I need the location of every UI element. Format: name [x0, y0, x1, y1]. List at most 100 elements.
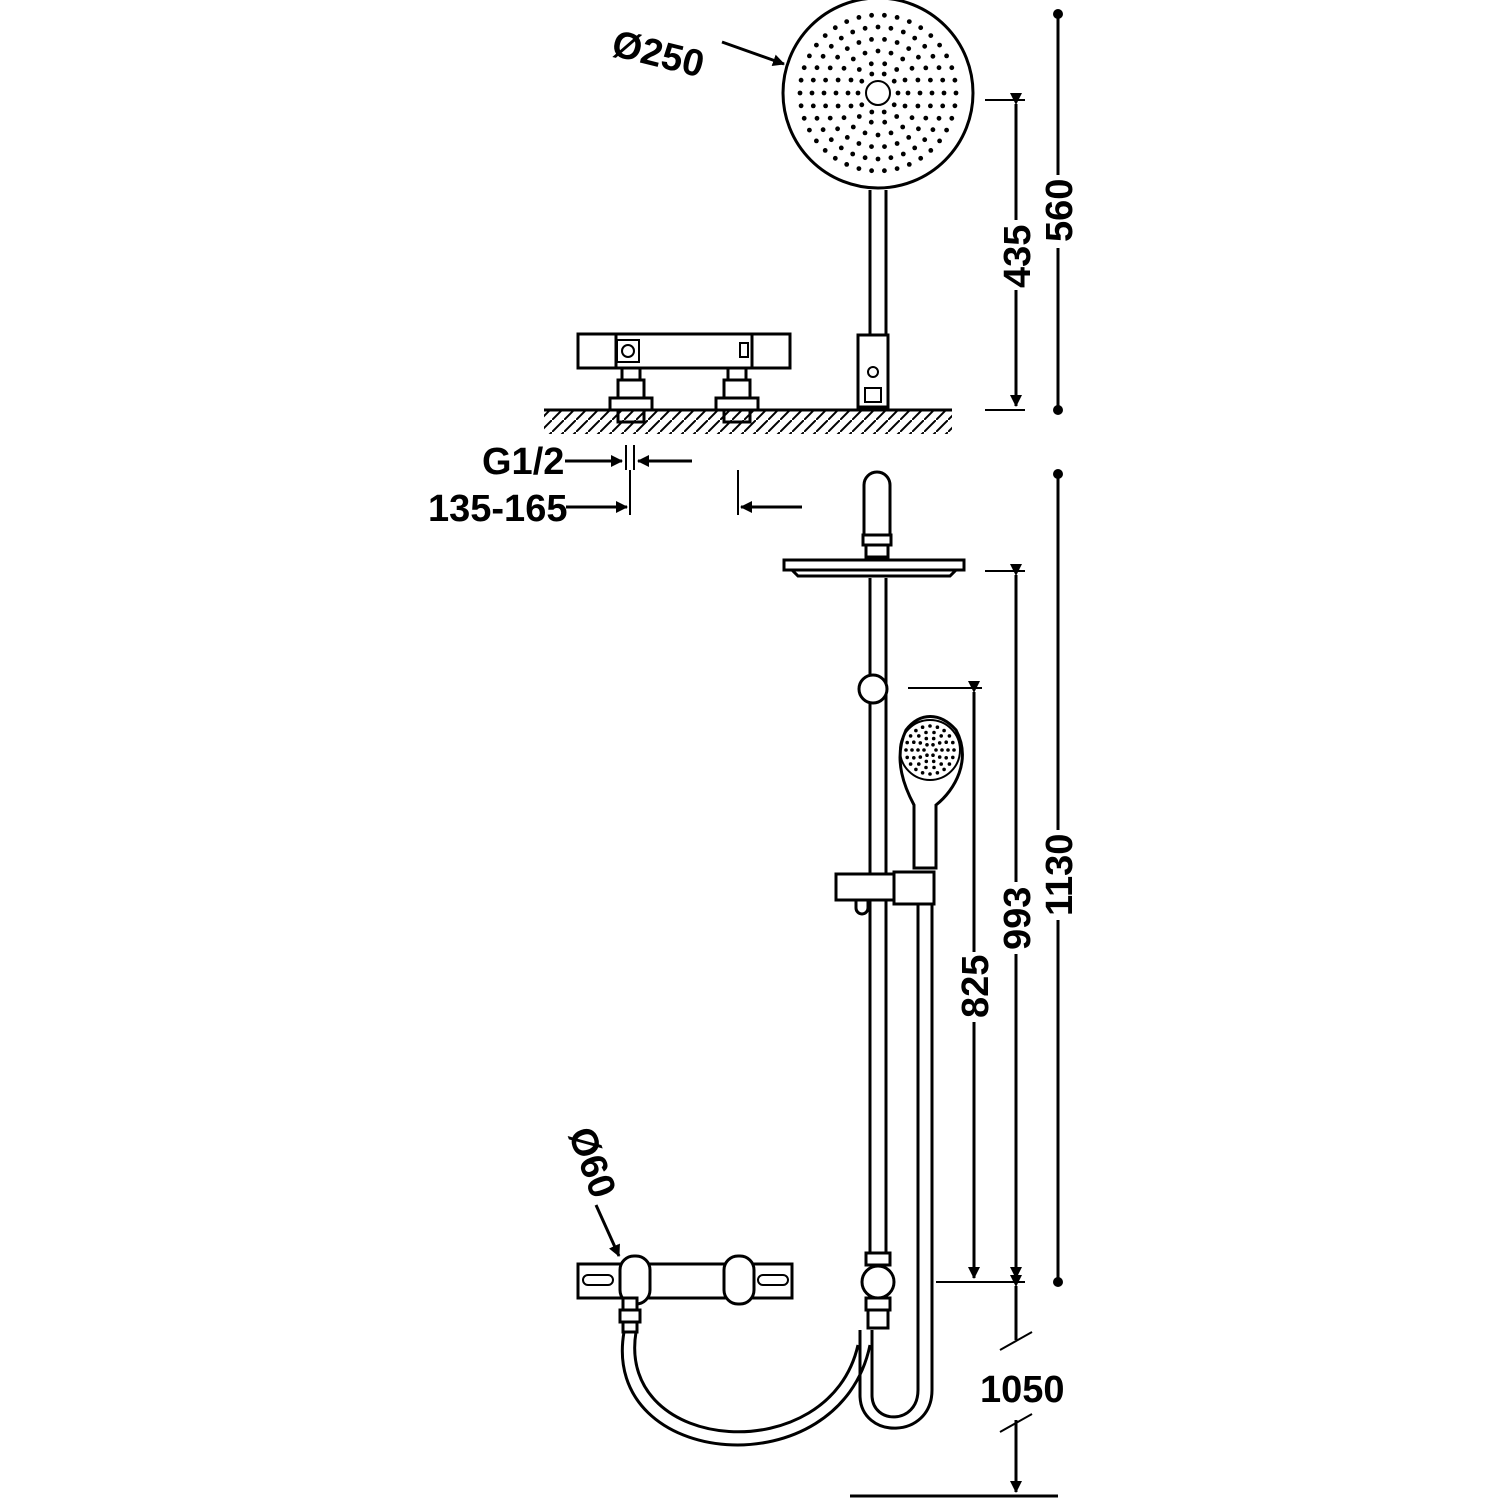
nozzle-dot [875, 48, 881, 54]
nozzle-dot [820, 127, 826, 133]
top-height-inner-label: 435 [997, 225, 1039, 288]
column-outlet [860, 1251, 896, 1330]
nozzle-dot [807, 53, 812, 59]
nozzle-dot [882, 144, 887, 150]
nozzle-dot [875, 132, 881, 138]
nozzle-dot [940, 103, 946, 109]
nozzle-dot [916, 126, 921, 132]
nozzle-dot [859, 78, 865, 84]
top-height-outer-label: 560 [1039, 179, 1081, 242]
nozzle-dot [923, 115, 929, 121]
nozzle-dot [894, 141, 900, 146]
nozzle-dot [944, 740, 948, 744]
mixer-hose [620, 1331, 872, 1447]
rain-height-dimension: 993 [936, 564, 1039, 1283]
nozzle-dot [844, 46, 850, 51]
nozzle-dot [862, 50, 868, 56]
nozzle-dot [801, 115, 807, 121]
nozzle-dot [801, 65, 807, 71]
nozzle-dot [827, 65, 833, 71]
nozzle-dot [807, 127, 812, 133]
nozzle-dot [894, 67, 900, 72]
nozzle-dot [904, 748, 908, 752]
nozzle-dot [888, 155, 894, 161]
nozzle-dot [838, 35, 844, 41]
nozzle-dot [928, 148, 934, 153]
mixer-height-label: 1050 [980, 1369, 1065, 1411]
nozzle-dot [906, 46, 912, 51]
nozzle-dot [900, 56, 906, 62]
nozzle-dot [900, 124, 906, 130]
nozzle-dot [930, 127, 936, 133]
nozzle-dot [823, 77, 828, 83]
nozzle-dot [928, 77, 933, 83]
inlet-centres-dimension: 135-165 [428, 470, 802, 530]
nozzle-dot [912, 740, 916, 744]
nozzle-dot [891, 78, 897, 84]
nozzle-dot [937, 755, 942, 759]
nozzle-dot [906, 19, 912, 24]
nozzle-dot [835, 126, 840, 132]
nozzle-dot [910, 748, 914, 752]
nozzle-dot [918, 25, 924, 31]
nozzle-dot [900, 151, 906, 157]
nozzle-dot [856, 40, 862, 45]
nozzle-dot [914, 767, 918, 772]
nozzle-dot [918, 741, 923, 745]
nozzle-dot [810, 103, 816, 109]
nozzle-dot [915, 103, 921, 109]
nozzle-dot [862, 130, 868, 136]
nozzle-dot [947, 762, 952, 766]
inlet-centres-label: 135-165 [428, 488, 567, 530]
column-base-top [856, 333, 890, 409]
nozzle-dot [908, 762, 913, 766]
nozzle-dot [917, 90, 923, 96]
nozzle-dot [894, 166, 900, 172]
total-height-label: 1130 [1039, 834, 1081, 916]
rain-head-side-view [782, 558, 966, 578]
nozzle-dot [856, 67, 862, 72]
nozzle-dot [821, 90, 827, 96]
nozzle-dot [862, 155, 868, 161]
top-height-outer-dimension: 560 [1039, 9, 1081, 415]
nozzle-dot [868, 119, 874, 125]
nozzle-dot [869, 71, 875, 77]
nozzle-dot [939, 762, 943, 766]
nozzle-dot [917, 734, 921, 738]
nozzle-dot [918, 755, 923, 759]
nozzle-dot [848, 103, 854, 109]
wall-hatch [544, 408, 952, 434]
nozzle-dot [942, 728, 946, 733]
nozzle-dot [947, 734, 952, 738]
total-height-dimension: 1130 [1039, 469, 1081, 1287]
nozzle-dot [906, 135, 912, 140]
nozzle-dot [841, 65, 847, 71]
nozzle-dot [895, 90, 901, 96]
column-pipe [861, 470, 893, 1253]
nozzle-dot [917, 762, 921, 766]
nozzle-dot [798, 77, 804, 83]
nozzle-dot [894, 15, 900, 20]
mixer-front-view [576, 1254, 794, 1334]
nozzle-dot [869, 109, 875, 115]
nozzle-dot [841, 115, 847, 121]
hand-shower [898, 715, 964, 870]
nozzle-dot [932, 765, 936, 770]
nozzle-dot [920, 771, 925, 775]
nozzle-dot [909, 115, 915, 121]
nozzle-dot [814, 65, 820, 71]
nozzle-dot [856, 141, 862, 146]
nozzle-dot [912, 35, 918, 41]
nozzle-dot [882, 61, 888, 67]
head-diameter-label: Ø250 [608, 23, 708, 86]
nozzle-dot [875, 24, 881, 30]
nozzle-dot [869, 12, 874, 18]
nozzle-dot [888, 25, 894, 31]
nozzle-dot [828, 43, 834, 49]
nozzle-dot [916, 748, 920, 752]
nozzle-dot [940, 77, 946, 83]
nozzle-dot [922, 43, 928, 49]
nozzle-dot [925, 753, 929, 757]
nozzle-dot [944, 53, 949, 59]
nozzle-dot [882, 119, 888, 125]
